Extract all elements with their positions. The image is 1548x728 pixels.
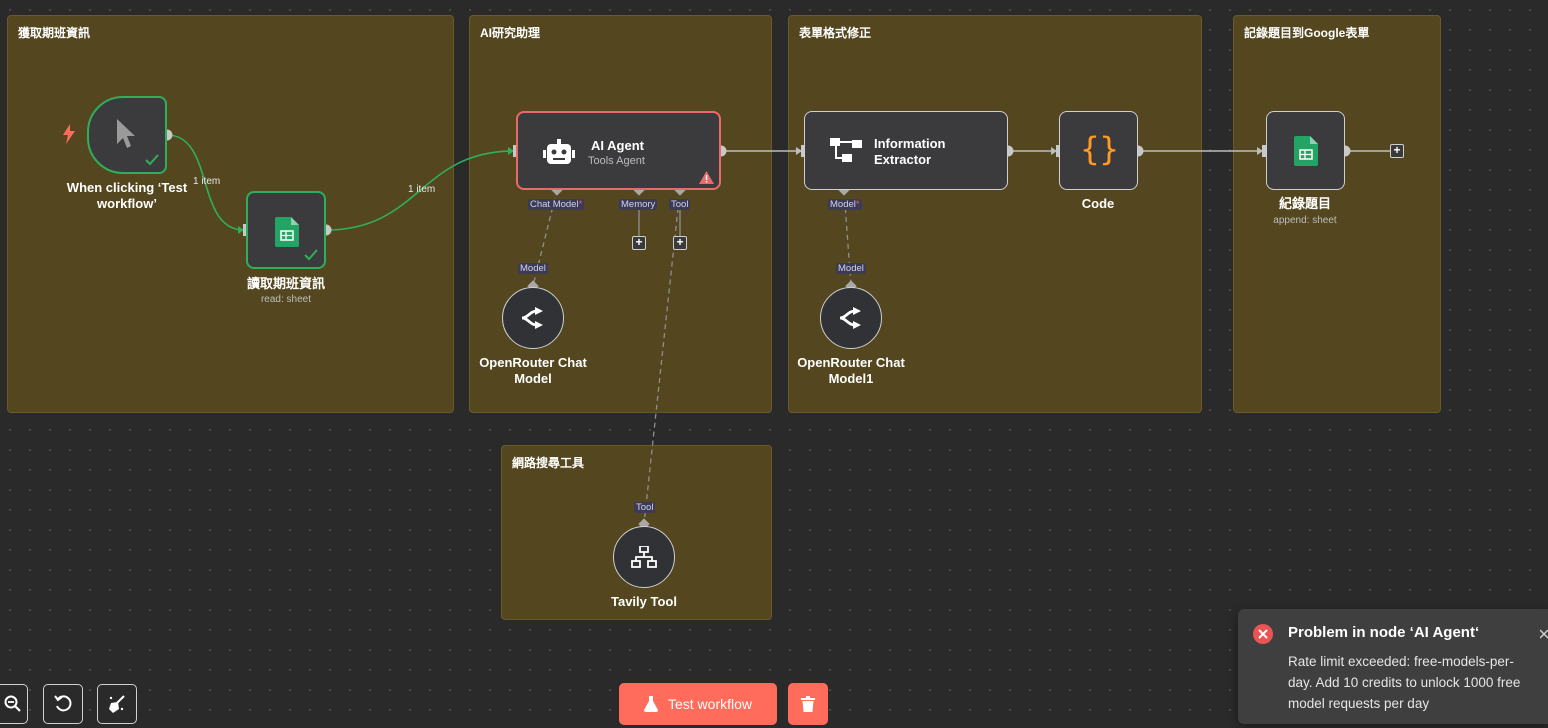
error-toast: Problem in node ‘AI Agent‘ Rate limit ex… — [1238, 609, 1548, 724]
node-label: OpenRouter Chat Model — [479, 355, 587, 386]
check-icon — [304, 249, 318, 261]
required-marker: * — [578, 199, 583, 210]
tidy-up-button[interactable] — [97, 684, 137, 724]
warning-icon — [699, 171, 714, 184]
reset-zoom-button[interactable] — [43, 684, 83, 724]
test-workflow-label: Test workflow — [667, 696, 753, 712]
error-circle-icon — [1253, 624, 1273, 644]
port-label-chat-model: Chat Model* — [528, 199, 585, 210]
undo-icon — [54, 695, 72, 712]
node-label: Tavily Tool — [611, 594, 677, 609]
trigger-bolt-icon — [63, 124, 75, 144]
code-braces-icon: {} — [1080, 130, 1119, 168]
node-openrouter-chat-model1[interactable] — [820, 287, 882, 349]
node-title: Information Extractor — [874, 136, 946, 167]
node-openrouter-chat-model[interactable] — [502, 287, 564, 349]
group-title: 記錄題目到Google表單 — [1244, 26, 1370, 40]
google-sheets-icon — [275, 217, 299, 247]
port-label-tool: Tool — [669, 199, 691, 210]
trash-icon — [801, 696, 815, 712]
node-record-sheet[interactable] — [1266, 111, 1345, 190]
google-sheets-icon — [1294, 136, 1318, 166]
node-label: Code — [1081, 196, 1115, 211]
node-label: 紀錄題目 — [1278, 196, 1331, 211]
node-tavily-tool[interactable] — [613, 526, 675, 588]
delete-execution-button[interactable] — [788, 683, 828, 725]
node-label: When clicking ‘Test workflow’ — [66, 180, 188, 211]
group-title: AI研究助理 — [480, 26, 541, 40]
node-label: 讀取期班資訊 — [246, 276, 325, 291]
toast-title: Problem in node ‘AI Agent‘ — [1288, 624, 1480, 641]
toast-message: Rate limit exceeded: free-models-per-day… — [1288, 654, 1521, 711]
port-label-model: Model* — [828, 199, 862, 210]
node-subtitle: Tools Agent — [588, 155, 645, 167]
node-manual-trigger[interactable] — [87, 96, 167, 174]
flask-icon — [643, 696, 658, 712]
node-read-sheet[interactable] — [246, 191, 326, 269]
add-node-button[interactable]: + — [1390, 144, 1404, 158]
port-label-tool: Tool — [634, 502, 656, 513]
broom-icon — [109, 695, 125, 713]
port-label-model: Model — [836, 263, 866, 274]
port-label-memory: Memory — [619, 199, 658, 210]
node-sublabel: append: sheet — [1273, 215, 1337, 226]
connection-item-count: 1 item — [193, 176, 221, 187]
close-icon[interactable] — [1540, 629, 1548, 639]
required-marker: * — [855, 199, 860, 210]
add-tool-button[interactable]: + — [673, 236, 687, 250]
group-title: 獲取期班資訊 — [18, 26, 91, 40]
zoom-out-icon — [4, 695, 21, 712]
node-title: AI Agent — [591, 138, 644, 153]
test-workflow-button[interactable]: Test workflow — [619, 683, 777, 725]
node-ai-agent[interactable]: AI Agent Tools Agent — [516, 111, 721, 190]
connection-item-count: 1 item — [408, 184, 436, 195]
node-label: OpenRouter Chat Model1 — [797, 355, 905, 386]
node-sublabel: read: sheet — [260, 294, 312, 305]
group-record-to-google-sheet[interactable]: 記錄題目到Google表單 — [1233, 15, 1441, 413]
group-title: 表單格式修正 — [799, 26, 872, 40]
network-icon — [631, 546, 657, 568]
group-ai-research-assistant[interactable]: AI研究助理 — [469, 15, 772, 413]
port-label-model: Model — [518, 263, 548, 274]
robot-icon — [543, 139, 575, 164]
openrouter-icon — [839, 307, 861, 329]
check-icon — [145, 154, 159, 166]
add-memory-button[interactable]: + — [632, 236, 646, 250]
node-code[interactable]: {} — [1059, 111, 1138, 190]
node-information-extractor[interactable]: Information Extractor — [804, 111, 1008, 190]
zoom-out-button[interactable] — [0, 684, 28, 724]
openrouter-icon — [521, 307, 543, 329]
cursor-pointer-icon — [117, 119, 135, 148]
extractor-icon — [830, 138, 862, 162]
group-fetch-class-info[interactable]: 獲取期班資訊 — [7, 15, 454, 413]
group-title: 網路搜尋工具 — [512, 456, 585, 470]
